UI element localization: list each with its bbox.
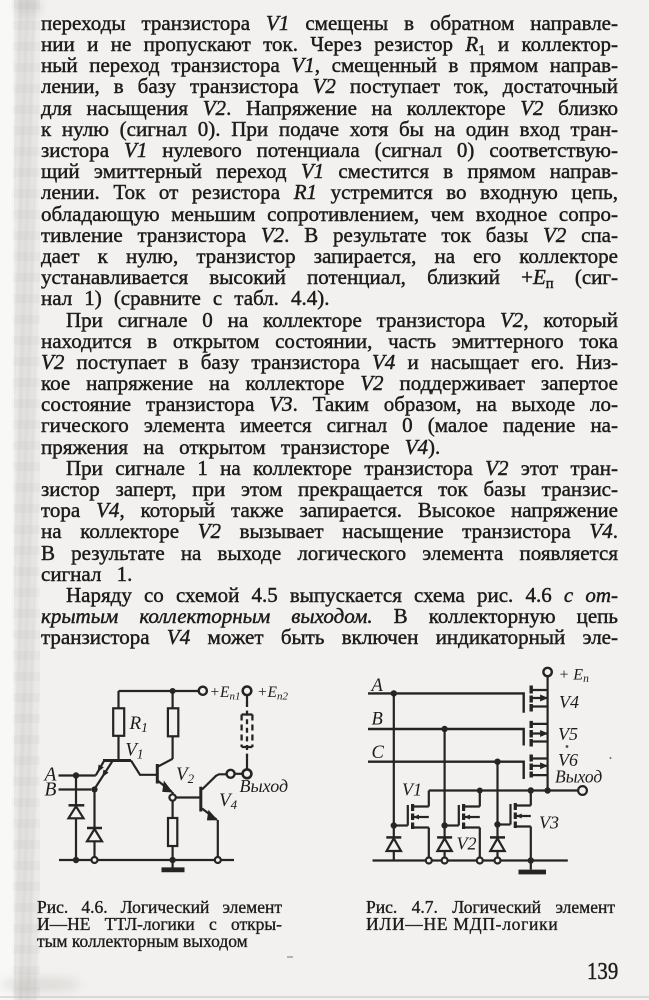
svg-text:A: A	[43, 765, 57, 786]
svg-text:B: B	[372, 710, 383, 730]
svg-text:V6: V6	[558, 750, 578, 770]
svg-text:+Eп1: +Eп1	[210, 684, 241, 702]
svg-text:V3: V3	[539, 813, 559, 833]
svg-text:+ Eп: + Eп	[559, 667, 590, 685]
svg-text:A: A	[370, 676, 384, 696]
svg-text:B: B	[45, 780, 57, 801]
svg-text:C: C	[372, 743, 385, 763]
svg-text:V5: V5	[558, 724, 578, 744]
svg-text:R1: R1	[129, 713, 148, 735]
svg-text:V2: V2	[176, 764, 195, 786]
svg-text:V4: V4	[219, 790, 238, 812]
svg-text:+Eп2: +Eп2	[257, 684, 288, 702]
svg-text:V1: V1	[402, 780, 422, 800]
svg-text:V4: V4	[559, 692, 579, 712]
svg-text:V1: V1	[125, 740, 143, 762]
svg-text:Выход: Выход	[555, 767, 602, 787]
svg-text:V2: V2	[457, 834, 477, 854]
svg-text:Выход: Выход	[240, 776, 289, 796]
